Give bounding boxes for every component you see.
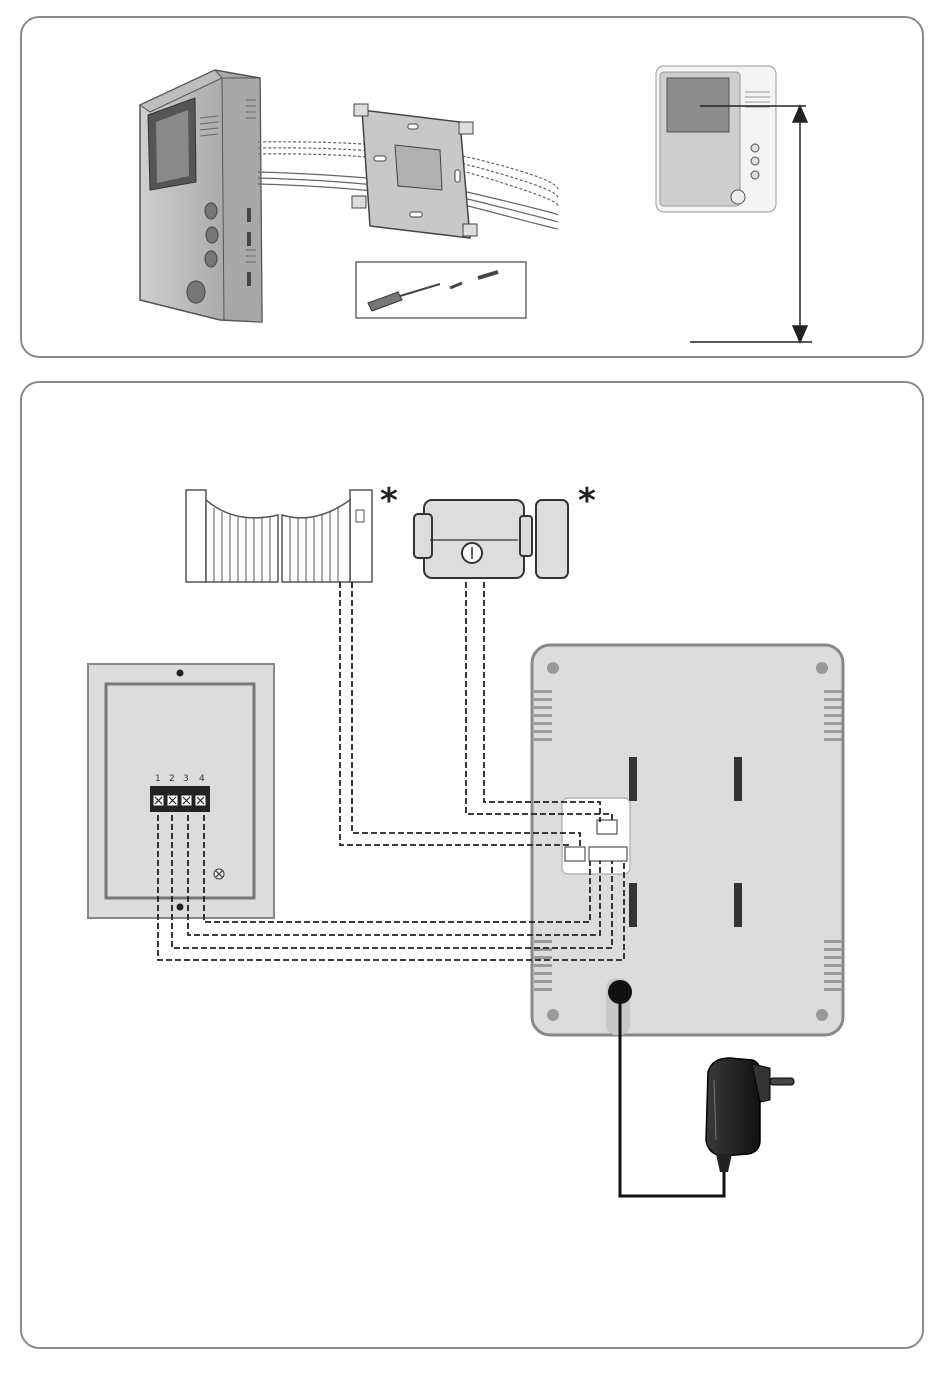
- wall-bracket-icon: [352, 104, 477, 238]
- terminal-label-4: 4: [199, 774, 205, 784]
- screwdriver-screws-icon: [356, 262, 526, 318]
- terminal-label-2: 2: [169, 774, 175, 784]
- gate-optional-marker: *: [380, 481, 398, 521]
- outdoor-panel-icon: [88, 664, 274, 918]
- electric-lock-icon: [414, 500, 568, 578]
- monitor-rear-icon: [532, 645, 843, 1035]
- monitor-front-icon: [656, 66, 776, 212]
- terminal-label-1: 1: [155, 774, 161, 784]
- indoor-monitor-icon: [140, 70, 262, 322]
- lock-optional-marker: *: [578, 481, 596, 521]
- terminal-label-3: 3: [183, 774, 189, 784]
